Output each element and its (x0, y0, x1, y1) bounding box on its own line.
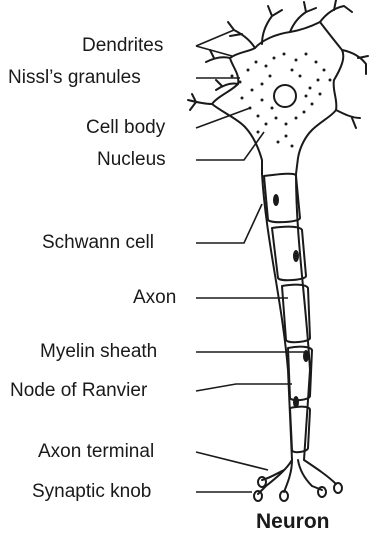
axon-shaft (262, 174, 310, 460)
nucleus-shape (274, 85, 296, 107)
synaptic-knobs (254, 477, 342, 501)
label-axon-terminal: Axon terminal (38, 441, 154, 463)
label-nucleus: Nucleus (97, 149, 166, 171)
nissl-granules (231, 53, 332, 148)
cell-body-outline (212, 22, 343, 174)
diagram-title: Neuron (256, 510, 330, 534)
label-schwann-cell: Schwann cell (42, 232, 154, 254)
label-nissl-granules: Nissl’s granules (8, 67, 141, 89)
label-axon: Axon (133, 287, 176, 309)
label-cell-body: Cell body (86, 117, 165, 139)
label-dendrites: Dendrites (82, 35, 163, 57)
label-node-of-ranvier: Node of Ranvier (10, 380, 147, 402)
label-myelin-sheath: Myelin sheath (40, 341, 157, 363)
leader-lines (196, 30, 304, 492)
label-synaptic-knob: Synaptic knob (32, 481, 151, 503)
